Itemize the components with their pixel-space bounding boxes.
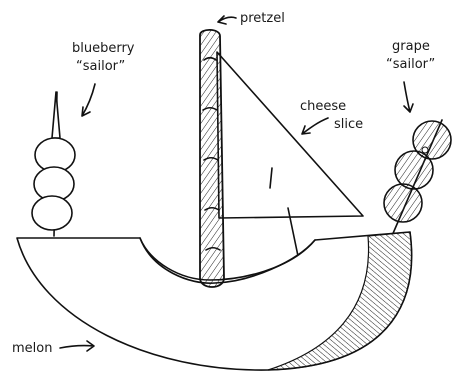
blueberry-label-line1: blueberry: [72, 41, 135, 56]
pretzel-mast: [200, 30, 224, 287]
cheese-label-line1: cheese: [300, 99, 346, 114]
blueberry-label-line2: “sailor”: [76, 59, 125, 74]
grape-label-line2: “sailor”: [386, 57, 435, 72]
grape-label-line1: grape: [392, 39, 430, 54]
melon-label: melon: [12, 341, 52, 356]
blueberry-sailor: [32, 92, 75, 230]
pretzel-label: pretzel: [240, 11, 285, 26]
cheese-slice-sail: [217, 52, 363, 218]
grape-sailor: [384, 121, 451, 222]
cheese-label-line2: slice: [334, 117, 363, 132]
